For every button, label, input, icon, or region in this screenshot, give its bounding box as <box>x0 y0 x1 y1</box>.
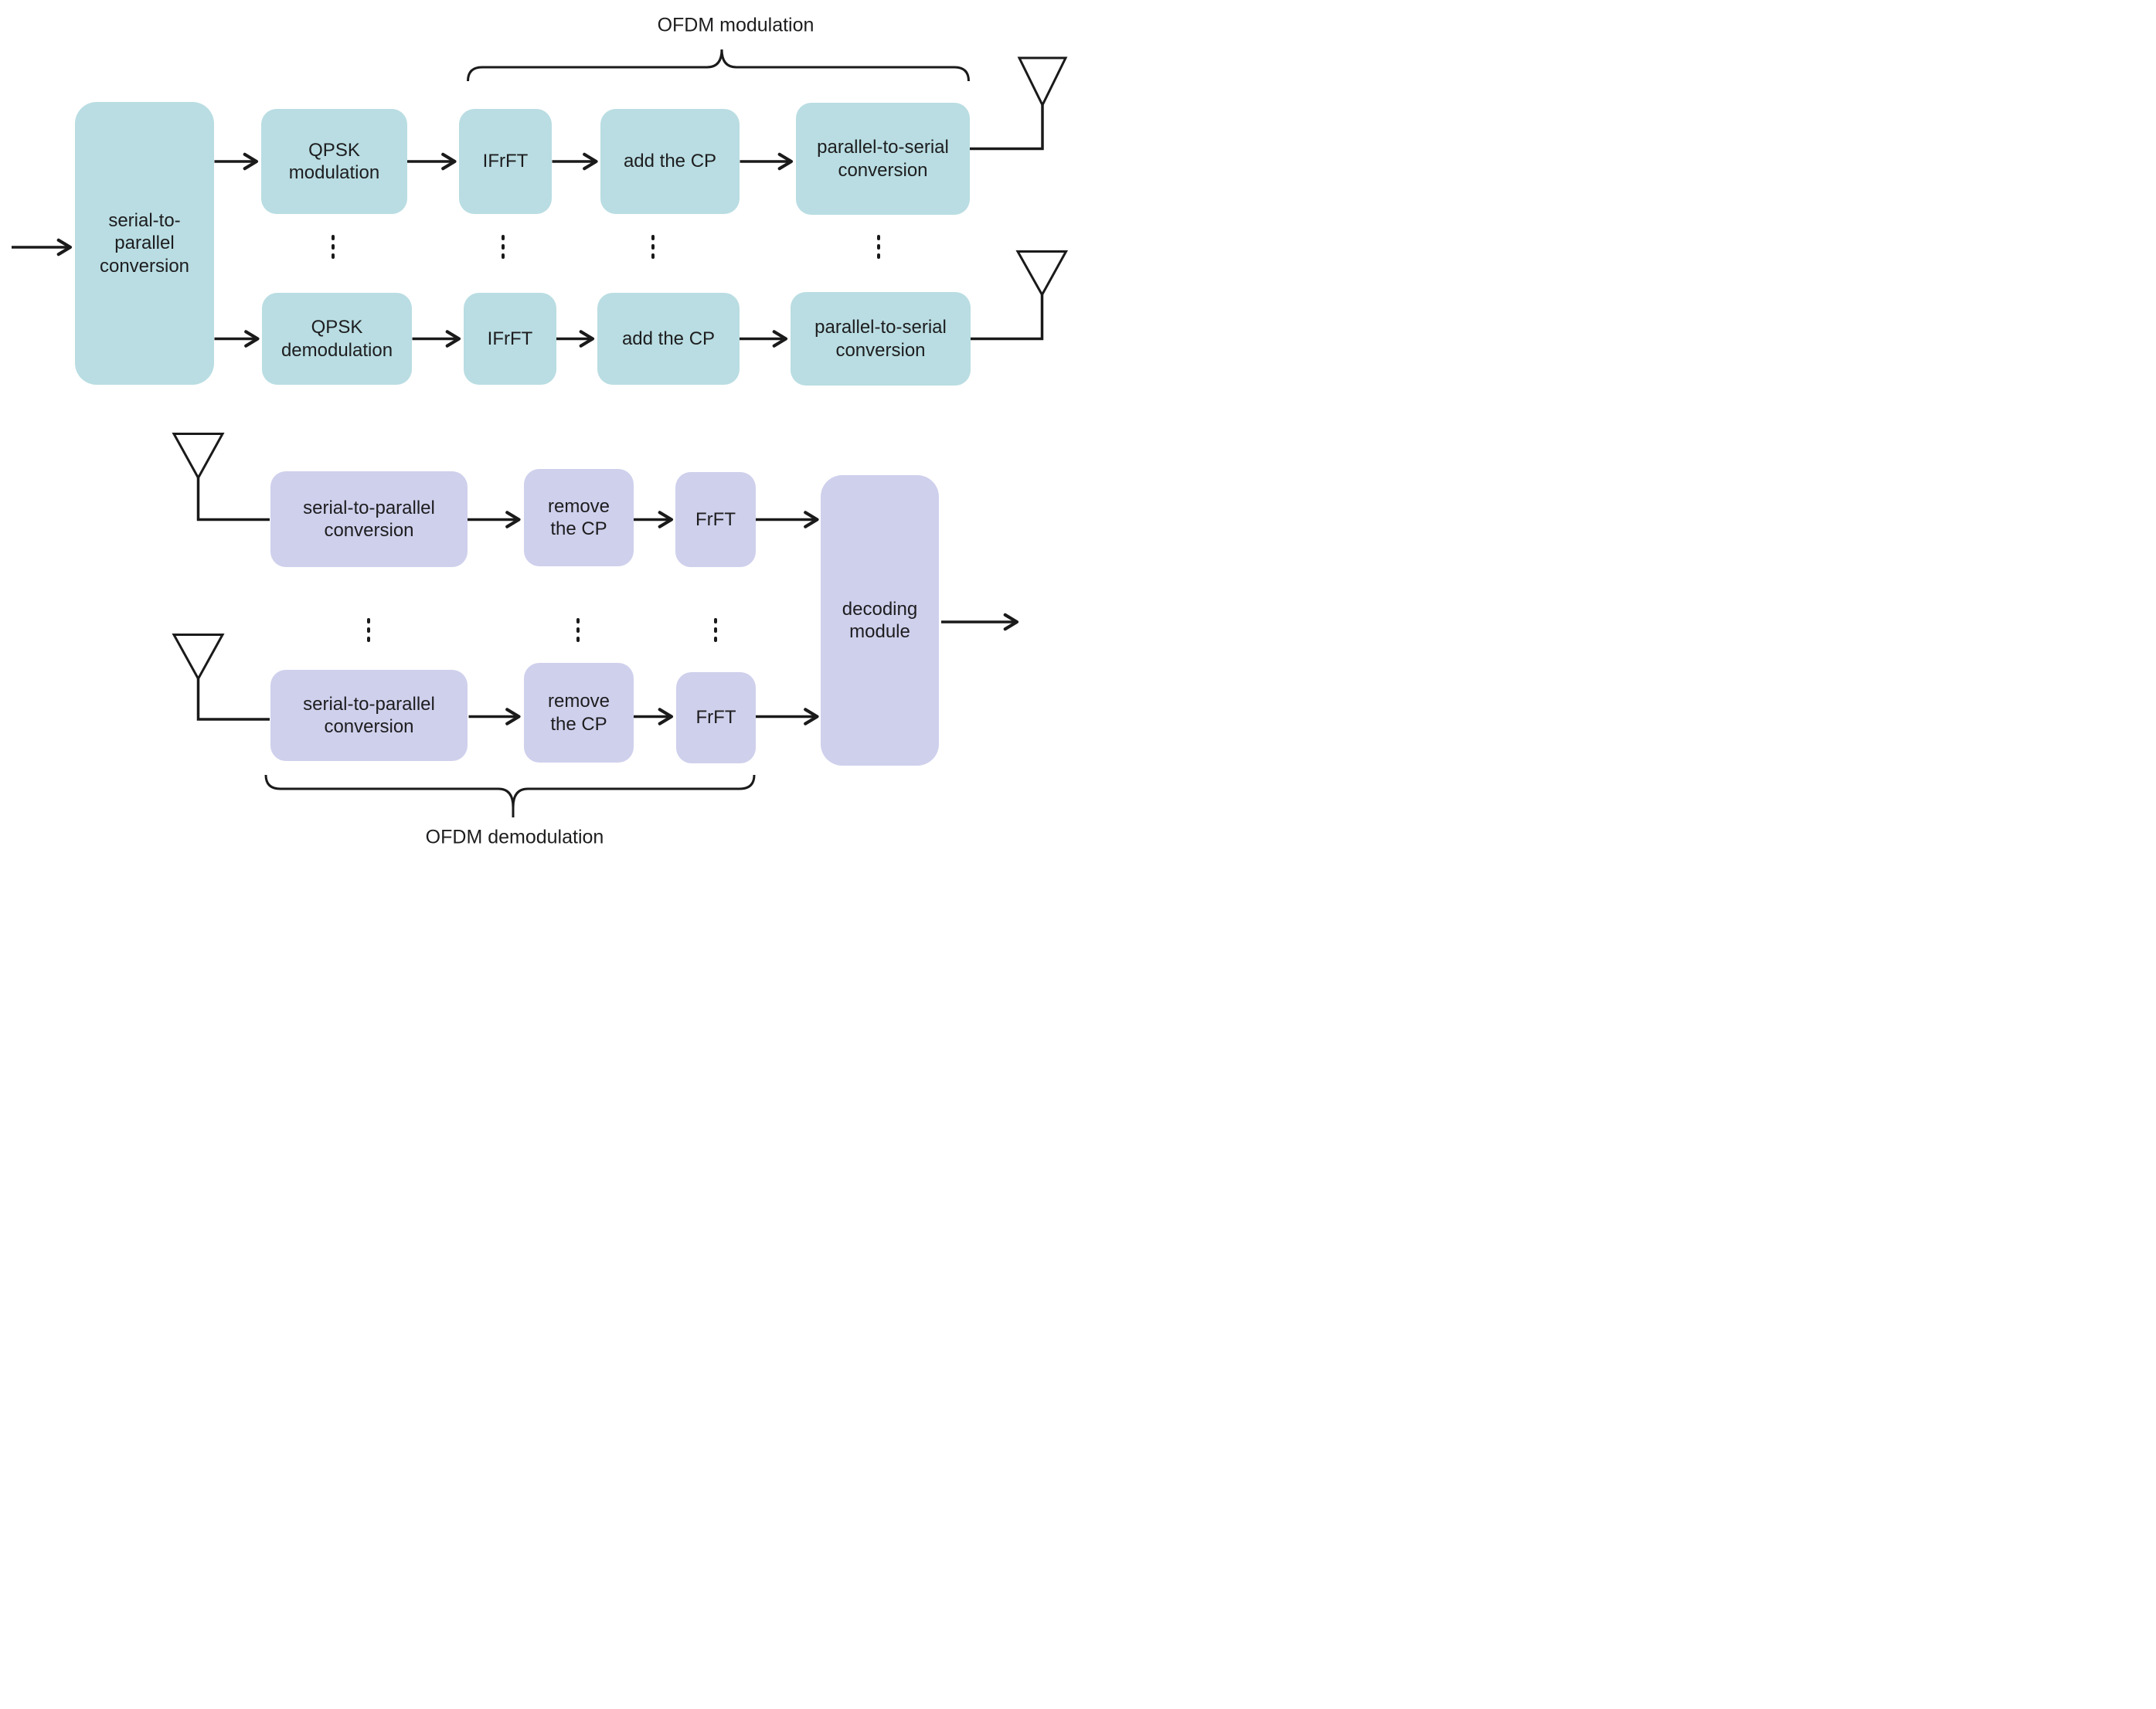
tx-antenna-1-icon <box>1017 56 1068 108</box>
block-parallel-to-serial-2: parallel-to-serial conversion <box>791 292 971 386</box>
ofdm-modulation-label: OFDM modulation <box>657 14 814 36</box>
tx-antenna-1-feedline <box>970 105 1044 151</box>
block-add-cp-2: add the CP <box>597 293 740 385</box>
block-frft-2: FrFT <box>676 672 756 763</box>
vertical-ellipsis-rx-frft <box>714 618 717 642</box>
vertical-ellipsis-rx-s2p <box>367 618 370 642</box>
block-frft-1: FrFT <box>675 472 756 567</box>
vertical-ellipsis-tx-addcp <box>651 235 655 259</box>
block-remove-cp-1: remove the CP <box>524 469 634 566</box>
block-qpsk-modulation: QPSK modulation <box>261 109 407 214</box>
rx-antenna-1-feedline <box>196 477 270 522</box>
block-serial-to-parallel-rx-1: serial-to-parallel conversion <box>270 471 468 567</box>
vertical-ellipsis-rx-rmcp <box>576 618 580 642</box>
block-serial-to-parallel-rx-2: serial-to-parallel conversion <box>270 670 468 761</box>
block-parallel-to-serial-1: parallel-to-serial conversion <box>796 103 970 215</box>
tx-antenna-2-feedline <box>969 294 1044 341</box>
block-remove-cp-2: remove the CP <box>524 663 634 763</box>
block-diagram: OFDM modulation OFDM demodulation serial… <box>0 0 1078 854</box>
vertical-ellipsis-tx-p2s <box>877 235 880 259</box>
block-serial-to-parallel-tx: serial-to- parallel conversion <box>75 102 214 385</box>
vertical-ellipsis-tx-qpsk <box>332 235 335 259</box>
block-ifrft-2: IFrFT <box>464 293 556 385</box>
block-qpsk-demodulation: QPSK demodulation <box>262 293 412 385</box>
tx-antenna-2-icon <box>1015 250 1069 297</box>
block-ifrft-1: IFrFT <box>459 109 552 214</box>
block-decoding-module: decoding module <box>821 475 939 766</box>
rx-antenna-1-icon <box>172 433 225 481</box>
connector-layer <box>12 49 1069 817</box>
block-add-cp-1: add the CP <box>600 109 740 214</box>
rx-antenna-2-icon <box>172 634 225 681</box>
ofdm-modulation-brace <box>467 49 970 82</box>
ofdm-demodulation-brace <box>264 774 756 817</box>
rx-antenna-2-feedline <box>196 678 270 721</box>
ofdm-demodulation-label: OFDM demodulation <box>425 826 604 848</box>
vertical-ellipsis-tx-ifrft <box>502 235 505 259</box>
